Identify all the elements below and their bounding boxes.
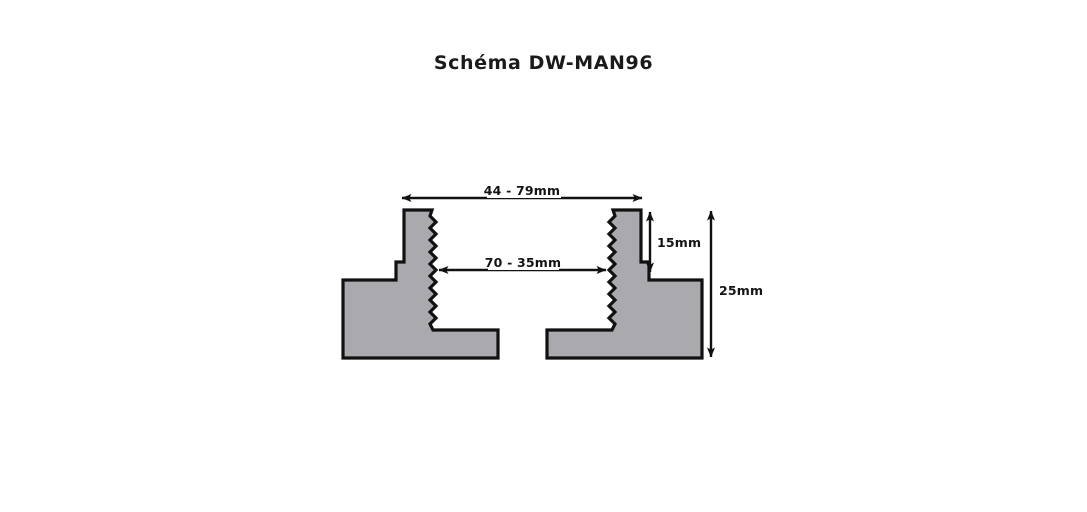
- right-profile: [545, 208, 704, 360]
- dimension-total-height-label: 25mm: [719, 283, 763, 298]
- right-profile-outline: [545, 208, 704, 360]
- dimension-inner-gap-label: 70 - 35mm: [485, 255, 562, 270]
- dimension-total-height: 25mm: [707, 210, 763, 358]
- page-title: Schéma DW-MAN96: [433, 52, 654, 74]
- dimension-top-width-label: 44 - 79mm: [484, 183, 561, 198]
- left-profile: [341, 208, 500, 360]
- dimension-fin-height: 15mm: [646, 211, 701, 273]
- dimension-fin-height-label: 15mm: [657, 235, 701, 250]
- left-profile-outline: [341, 208, 500, 360]
- dimension-top-width: 44 - 79mm: [401, 183, 643, 202]
- dimension-inner-gap-label-bg: [488, 255, 559, 270]
- dimension-inner-gap: 70 - 35mm: [438, 255, 607, 274]
- dimension-top-width-label-bg: [487, 183, 561, 198]
